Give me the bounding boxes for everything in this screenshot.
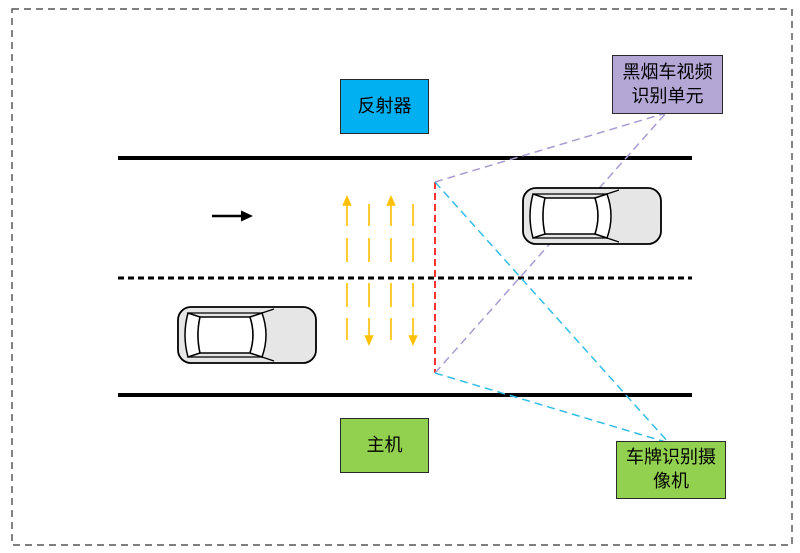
host-box: 主机 <box>340 418 429 473</box>
reflector-label: 反射器 <box>357 95 412 117</box>
reflector-box: 反射器 <box>340 79 429 134</box>
plate-camera-sight-lines <box>434 181 670 444</box>
up-arrow-markers <box>342 195 396 340</box>
video-recognition-unit-box: 黑烟车视频 识别单元 <box>612 55 723 114</box>
outer-frame <box>11 8 793 546</box>
plate-camera-label-line-1: 车牌识别摄 <box>626 447 716 468</box>
down-arrow-markers <box>364 204 418 346</box>
video-unit-label-line-2: 识别单元 <box>631 85 704 107</box>
plate-camera-label-line-2: 像机 <box>653 471 689 492</box>
video-unit-label-line-1: 黑烟车视频 <box>622 61 713 83</box>
car-top-view-icon <box>177 306 317 364</box>
plate-camera-box: 车牌识别摄 像机 <box>616 441 726 499</box>
car-top-view-icon <box>522 187 662 245</box>
right-arrow-icon <box>212 210 253 222</box>
host-label: 主机 <box>366 434 403 456</box>
